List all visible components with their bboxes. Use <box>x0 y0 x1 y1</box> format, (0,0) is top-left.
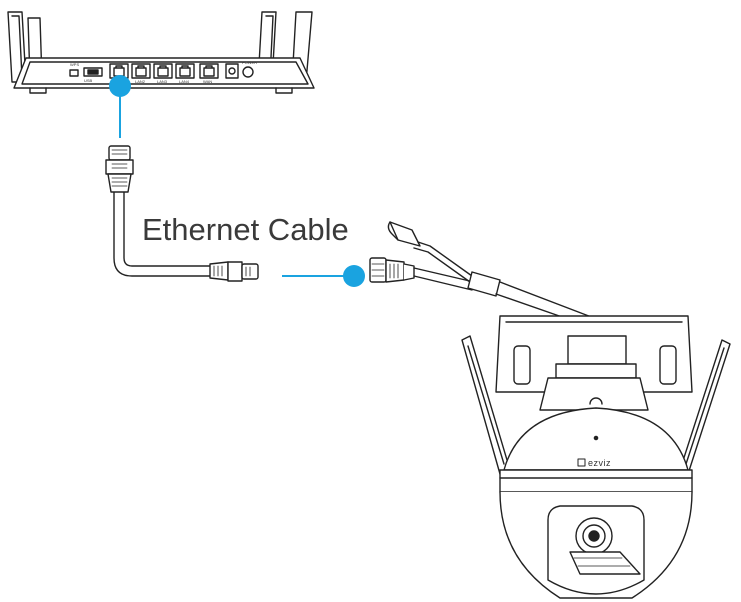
rj45-plug-icon <box>369 257 415 283</box>
router-label-lan3: LAN3 <box>157 79 168 84</box>
camera-brand-text: ezviz <box>588 458 611 468</box>
router-label-lan4: LAN4 <box>179 79 190 84</box>
router-icon <box>7 11 315 94</box>
router-label-power: POWER <box>242 60 257 65</box>
connection-dot-icon <box>109 75 131 97</box>
router-label-usb: USB <box>84 78 93 83</box>
rj45-plug-icon <box>105 145 134 193</box>
rj45-plug-icon <box>209 261 259 282</box>
router-label-wan: WAN <box>203 79 212 84</box>
router-label-wps: WPS <box>70 62 79 67</box>
camera-icon <box>461 315 731 599</box>
ethernet-cable-label: Ethernet Cable <box>142 212 349 247</box>
router-label-lan2: LAN2 <box>135 79 146 84</box>
connection-dot-icon <box>343 265 365 287</box>
